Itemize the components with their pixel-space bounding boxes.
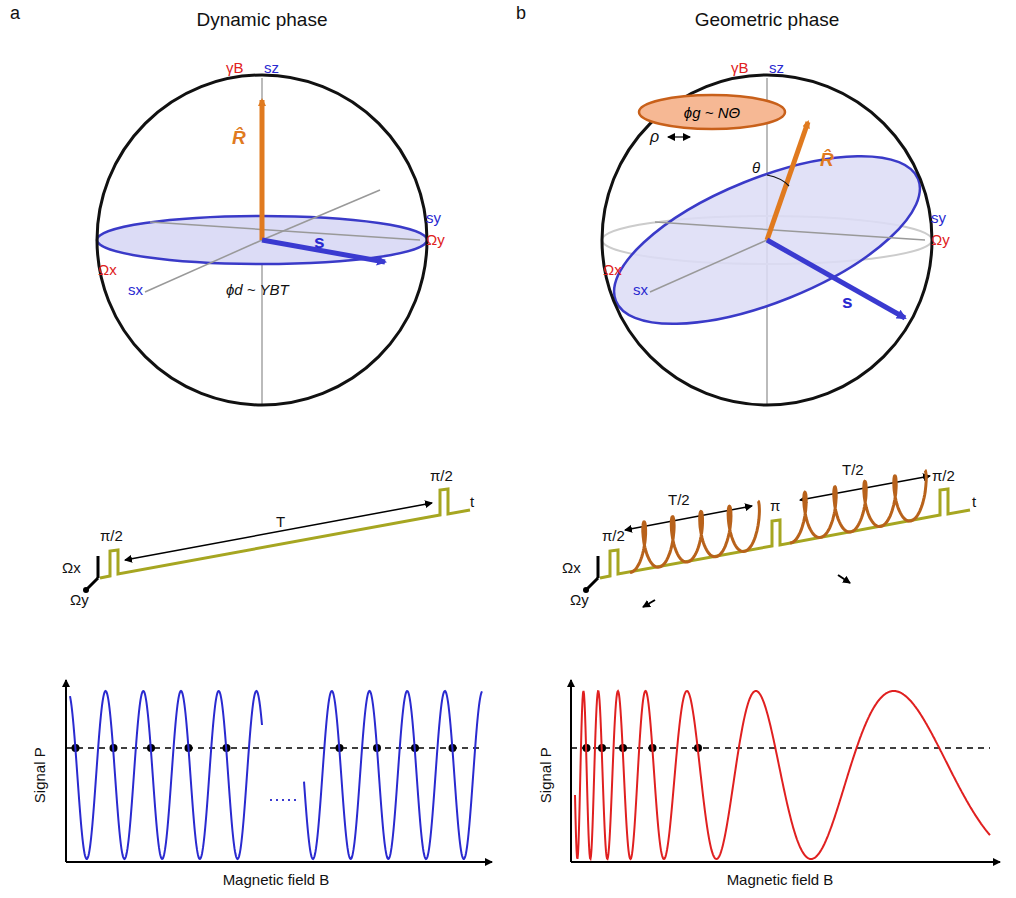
symbol-label: Ωy [70, 592, 89, 609]
pulse-sequence-right [583, 470, 970, 607]
symbol-label: Ωx [603, 262, 622, 279]
symbol-label: R̂ [820, 150, 834, 171]
symbol-label: π [770, 498, 780, 515]
symbol-label: s [842, 292, 853, 313]
symbol-label: γB [731, 60, 749, 77]
symbol-label: t [972, 494, 976, 511]
panel-title: Dynamic phase [197, 10, 328, 31]
symbol-label: T/2 [842, 462, 864, 479]
symbol-label: Ωx [62, 560, 81, 577]
axis-label: Signal P [32, 747, 49, 803]
pulse-sequence-left [83, 489, 470, 593]
symbol-label: sz [264, 60, 279, 77]
symbol-label: T/2 [668, 492, 690, 509]
symbol-label: ϕd ~ YBT [226, 282, 289, 299]
symbol-label: π/2 [100, 528, 123, 545]
symbol-label: θ [752, 160, 760, 177]
panel-letter: b [516, 4, 526, 24]
symbol-label: π/2 [430, 468, 453, 485]
symbol-label: Ωy [426, 232, 445, 249]
symbol-label: t [470, 494, 474, 511]
symbol-label: sy [426, 210, 441, 227]
symbol-label: Ωy [570, 592, 589, 609]
symbol-label: π/2 [932, 468, 955, 485]
signal-plots [66, 680, 1000, 862]
symbol-label: T [276, 514, 285, 531]
symbol-label: sx [633, 282, 648, 299]
symbol-label: sz [769, 60, 784, 77]
symbol-label: γB [226, 60, 244, 77]
bloch-sphere-left [97, 75, 427, 405]
symbol-label: Ωx [562, 560, 581, 577]
symbol-label: sy [931, 210, 946, 227]
bloch-sphere-right [593, 75, 942, 405]
panel-title: Geometric phase [695, 10, 840, 31]
phase-formula: ϕg ~ NΘ [684, 104, 740, 121]
symbol-label: R̂ [232, 128, 246, 149]
symbol-label: Ωy [931, 232, 950, 249]
axis-label: Magnetic field B [727, 872, 834, 889]
symbol-label: Ωx [98, 262, 117, 279]
symbol-label: ρ [650, 128, 659, 146]
symbol-label: sx [128, 282, 143, 299]
axis-label: Magnetic field B [223, 872, 330, 889]
symbol-label: π/2 [602, 528, 625, 545]
cone-ellipse: ϕg ~ NΘ [637, 93, 787, 131]
panel-letter: a [10, 4, 20, 24]
symbol-label: s [314, 232, 325, 253]
axis-label: Signal P [538, 747, 555, 803]
